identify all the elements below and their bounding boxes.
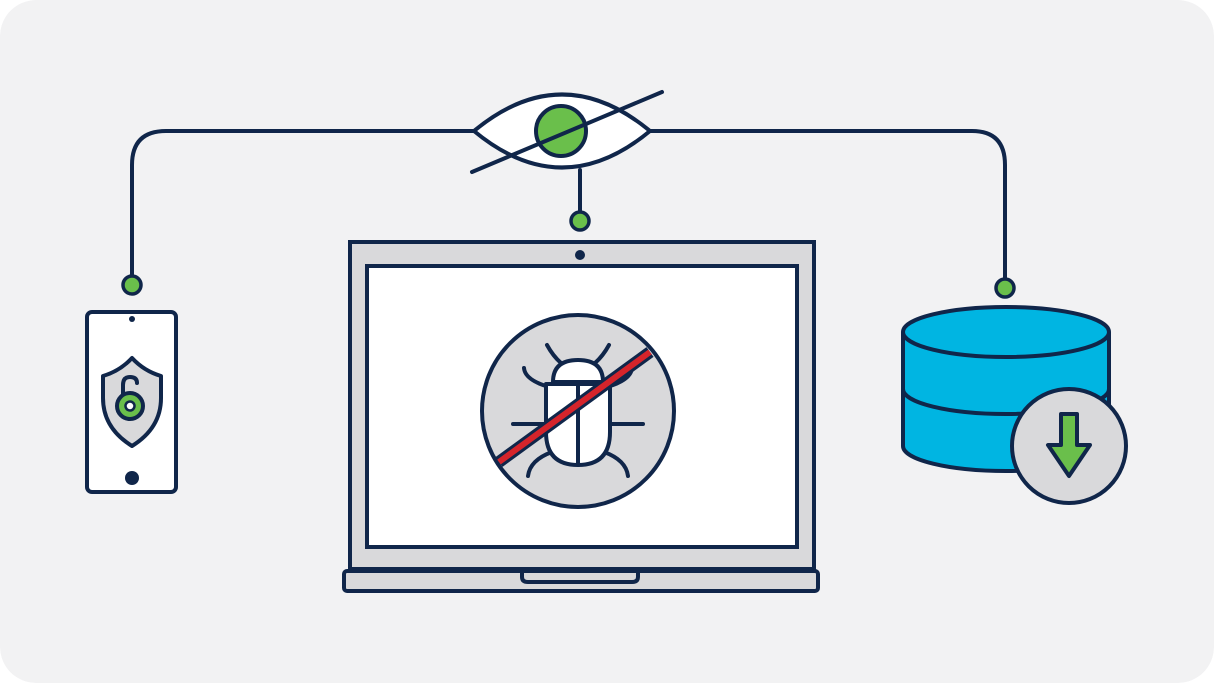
connector-eye-to-database: [648, 129, 1007, 281]
connector-dots: [121, 210, 1016, 299]
eye-slash-line: [470, 90, 664, 174]
phone-camera: [129, 316, 135, 322]
eye-pupil: [534, 104, 588, 158]
eye-slash-icon: [470, 90, 664, 174]
connector-dot-laptop: [569, 210, 591, 232]
padlock-shackle-open: [121, 374, 139, 399]
connector-eye-to-phone: [130, 129, 476, 278]
phone-shield-unlock-icon: [85, 310, 178, 494]
download-arrow: [1046, 412, 1092, 478]
bug-leg: [526, 450, 554, 478]
bug-antenna: [545, 343, 563, 365]
connector-dot-phone: [121, 274, 143, 296]
connector-lines: [130, 129, 1007, 281]
no-bug-slash: [497, 349, 652, 465]
no-bug-icon: [480, 313, 676, 509]
laptop-notch: [520, 571, 640, 584]
phone-home-button: [125, 471, 139, 485]
bug-leg: [602, 450, 630, 478]
bug-antenna: [593, 343, 611, 365]
bug-head: [551, 358, 605, 384]
download-arrow-icon: [1010, 387, 1128, 505]
padlock-keyhole: [124, 400, 136, 412]
database-top: [901, 305, 1111, 359]
connector-dot-database: [994, 277, 1016, 299]
laptop-webcam: [575, 250, 585, 260]
